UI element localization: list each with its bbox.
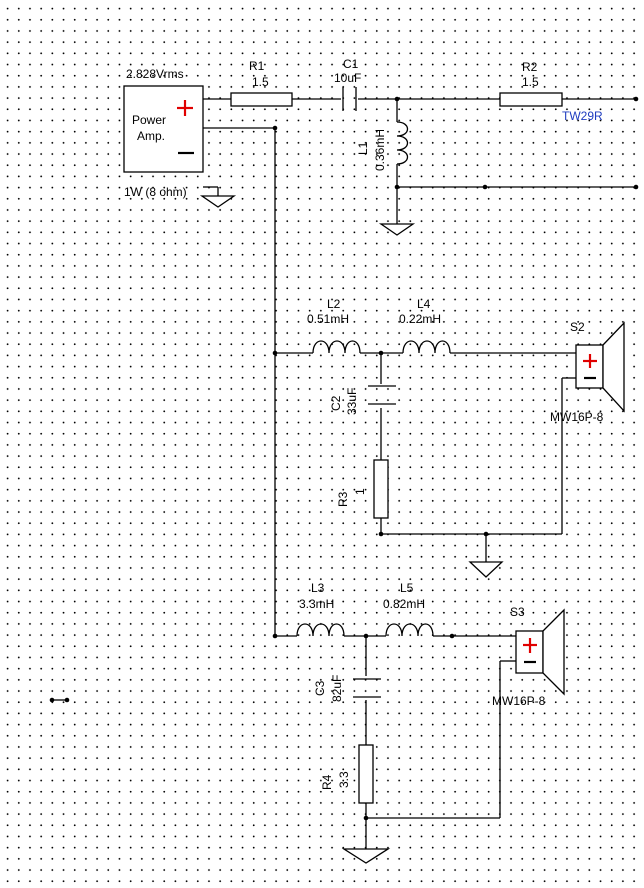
l3-ref: L3	[311, 581, 325, 595]
capacitor-c3[interactable]	[353, 678, 381, 698]
c2-value: 33uF	[345, 388, 359, 415]
l4-value: 0.22mH	[399, 312, 441, 326]
c1-value: 10uF	[334, 71, 361, 85]
speaker-s3[interactable]	[515, 608, 565, 696]
ground-symbol-mid	[468, 561, 504, 578]
resistor-r4[interactable]	[358, 744, 374, 804]
r1-ref: R1	[249, 59, 265, 73]
resistor-r2[interactable]	[499, 92, 563, 107]
l4-ref: L4	[417, 297, 431, 311]
s3-model: MW16P-8	[492, 694, 546, 708]
r4-ref: R4	[320, 774, 334, 790]
s2-model: MW16P-8	[550, 410, 604, 424]
l2-value: 0.51mH	[307, 312, 349, 326]
power-amp-source[interactable]: Power Amp.	[123, 85, 204, 173]
l5-value: 0.82mH	[383, 597, 425, 611]
r2-value: 1.5	[522, 75, 539, 89]
source-name-line2: Amp.	[137, 129, 165, 143]
l2-ref: L2	[327, 297, 341, 311]
inductor-l5[interactable]	[385, 623, 434, 637]
inductor-l2[interactable]	[312, 340, 361, 354]
source-power-label: 1W (8 ohm)	[124, 185, 187, 199]
inductor-l1[interactable]	[396, 121, 409, 165]
l3-value: 3.3mH	[299, 597, 334, 611]
resistor-r3[interactable]	[373, 459, 389, 519]
l5-ref: L5	[400, 581, 414, 595]
ground-symbol-tweeter	[378, 223, 416, 236]
source-name-line1: Power	[132, 113, 166, 127]
source-voltage-label: 2.828Vrms	[126, 67, 184, 81]
ground-symbol-low	[341, 848, 391, 864]
c1-ref: C1	[343, 57, 359, 71]
c3-ref: C3	[313, 680, 327, 696]
l1-value: 0.36mH	[373, 129, 387, 171]
c3-value: 82uF	[330, 675, 344, 702]
r2-ref: R2	[522, 60, 538, 74]
r3-value: 1	[353, 488, 367, 495]
junction-dots	[49, 96, 639, 821]
capacitor-c1[interactable]	[342, 87, 357, 111]
s3-ref: S3	[510, 605, 525, 619]
l1-ref: L1	[356, 141, 370, 155]
capacitor-c2[interactable]	[368, 385, 396, 405]
inductor-l3[interactable]	[296, 623, 345, 637]
r1-value: 1.5	[252, 75, 269, 89]
resistor-r1[interactable]	[230, 92, 293, 107]
inductor-l4[interactable]	[402, 340, 451, 354]
tweeter-label: TW29R	[562, 109, 603, 123]
r4-value: 3.3	[337, 771, 351, 788]
s2-ref: S2	[570, 320, 585, 334]
ground-symbol-source	[199, 195, 237, 208]
speaker-s2[interactable]	[575, 321, 625, 413]
c2-ref: C2	[329, 395, 343, 411]
wires	[52, 98, 636, 849]
r3-ref: R3	[336, 491, 350, 507]
